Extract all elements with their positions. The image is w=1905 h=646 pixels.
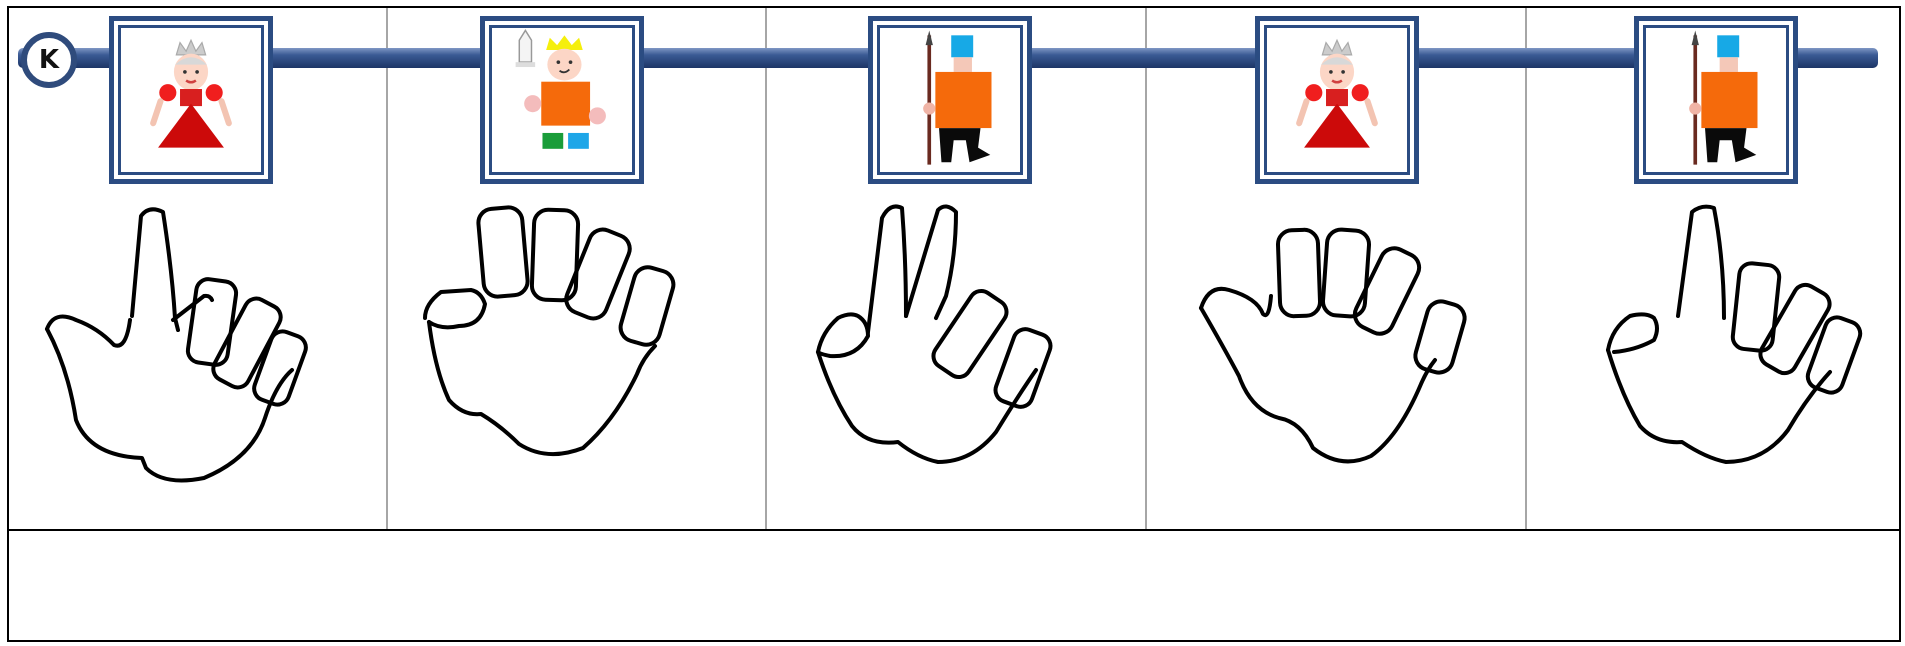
badge-circle: K — [21, 32, 77, 88]
hand-one-finger-icon — [1598, 200, 1898, 510]
queen-icon — [1267, 28, 1407, 172]
column-divider — [386, 8, 388, 531]
hand-two-fingers-icon — [810, 200, 1110, 510]
hand-three-fingers-icon — [1195, 200, 1495, 510]
card-king — [480, 16, 644, 184]
badge-letter: K — [39, 45, 59, 75]
column-divider — [1525, 8, 1527, 531]
answer-row[interactable] — [9, 531, 1899, 640]
card-queen — [109, 16, 273, 184]
queen-icon — [121, 28, 261, 172]
hand-four-fingers-icon — [415, 200, 715, 510]
soldier-icon — [1646, 28, 1786, 172]
soldier-icon — [880, 28, 1020, 172]
card-soldier — [1634, 16, 1798, 184]
card-queen — [1255, 16, 1419, 184]
hand-one-finger-icon — [40, 200, 340, 510]
column-divider — [765, 8, 767, 531]
king-icon — [492, 28, 632, 172]
column-divider — [1145, 8, 1147, 531]
card-soldier — [868, 16, 1032, 184]
